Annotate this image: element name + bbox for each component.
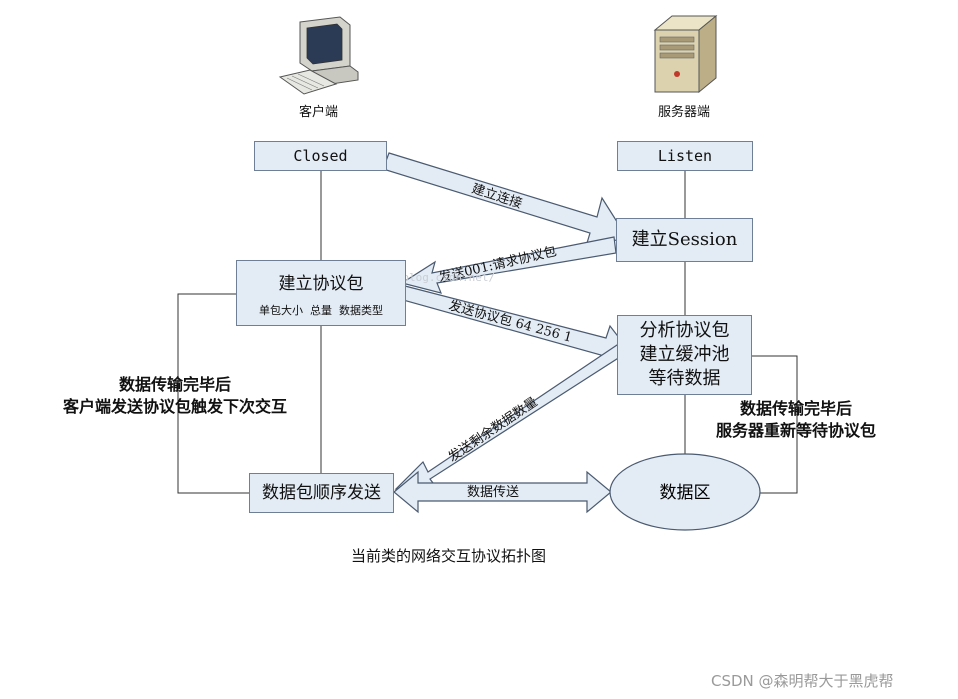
session-label: 建立Session [631, 229, 738, 250]
arrow-request [400, 236, 617, 294]
label-send-remaining: 发送剩余数据数量 [445, 394, 540, 465]
computer-icon [278, 16, 359, 95]
protocol-title: 建立协议包 [278, 274, 364, 294]
data-zone-label: 数据区 [660, 483, 711, 503]
protocol-box: 建立协议包 单包大小 总量 数据类型 [236, 260, 406, 326]
server-label: 服务器端 [658, 105, 711, 120]
label-connect: 建立连接 [470, 181, 524, 212]
label-transfer: 数据传送 [467, 485, 519, 500]
listen-label: Listen [657, 147, 713, 165]
connector-lines [177, 171, 798, 494]
diagram-caption: 当前类的网络交互协议拓扑图 [351, 547, 547, 565]
arrow-labels: 建立连接 发送001:请求协议包 发送协议包 64 256 1 发送剩余数据数量… [437, 181, 574, 500]
client-loop-line [177, 293, 249, 494]
analyze-box: 分析协议包 建立缓冲池 等待数据 [617, 315, 752, 395]
listen-box: Listen [617, 141, 753, 171]
client-note-line-1: 数据传输完毕后 [118, 375, 231, 394]
client-label: 客户端 [299, 105, 339, 120]
closed-label: Closed [293, 147, 348, 165]
csdn-credit: CSDN @森明帮大于黑虎帮 [711, 672, 894, 690]
block-arrows [382, 152, 631, 514]
client-note: 数据传输完毕后 客户端发送协议包触发下次交互 [40, 374, 310, 418]
protocol-fields: 单包大小 总量 数据类型 [259, 304, 383, 317]
client-note-line-2: 客户端发送协议包触发下次交互 [62, 397, 287, 416]
session-box: 建立Session [616, 218, 753, 262]
server-loop-line [752, 355, 798, 494]
server-icon [653, 14, 718, 94]
server-note: 数据传输完毕后 服务器重新等待协议包 [690, 398, 902, 442]
closed-box: Closed [254, 141, 387, 171]
analyze-line-1: 分析协议包 [639, 320, 730, 341]
server-note-line-2: 服务器重新等待协议包 [715, 421, 876, 440]
send-seq-box: 数据包顺序发送 [249, 473, 394, 513]
analyze-line-2: 建立缓冲池 [639, 344, 730, 365]
data-zone-ellipse [609, 453, 761, 531]
analyze-line-3: 等待数据 [648, 368, 721, 389]
send-seq-label: 数据包顺序发送 [262, 483, 381, 503]
label-send-protocol: 发送协议包 64 256 1 [447, 297, 574, 345]
server-note-line-1: 数据传输完毕后 [739, 399, 852, 418]
